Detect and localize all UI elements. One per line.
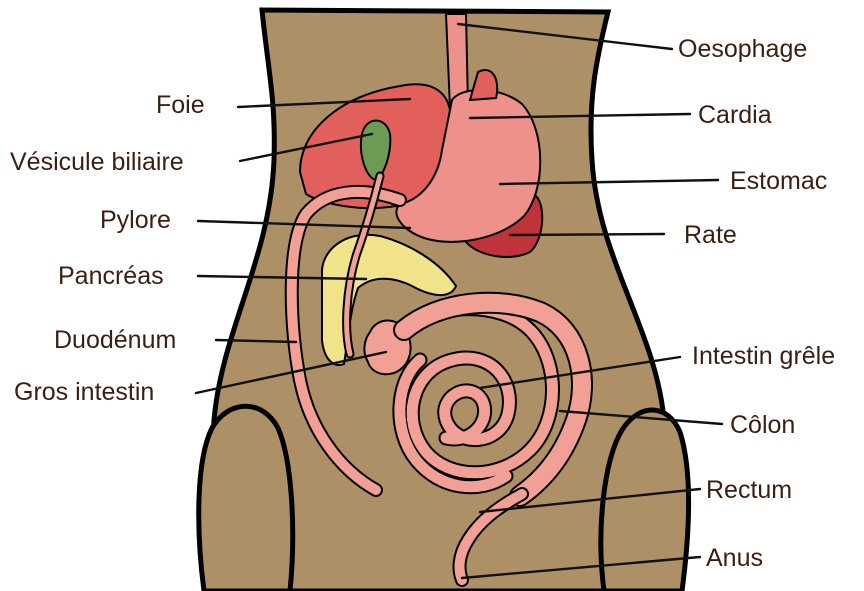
left-hind-leg bbox=[199, 406, 293, 591]
label-vesicule-biliaire: Vésicule biliaire bbox=[10, 148, 184, 176]
label-rate: Rate bbox=[684, 221, 737, 249]
label-anus: Anus bbox=[706, 544, 763, 572]
label-rectum: Rectum bbox=[706, 476, 792, 504]
leader-rate bbox=[510, 234, 664, 235]
label-duodenum: Duodénum bbox=[54, 326, 176, 354]
label-colon: Côlon bbox=[730, 411, 795, 439]
label-pylore: Pylore bbox=[100, 206, 171, 234]
label-foie: Foie bbox=[156, 91, 205, 119]
label-intestin-grele: Intestin grêle bbox=[692, 342, 835, 370]
label-oesophage: Oesophage bbox=[678, 35, 807, 63]
label-gros-intestin: Gros intestin bbox=[14, 378, 154, 406]
label-pancreas: Pancréas bbox=[58, 262, 164, 290]
label-cardia: Cardia bbox=[698, 101, 772, 129]
label-estomac: Estomac bbox=[730, 167, 827, 195]
